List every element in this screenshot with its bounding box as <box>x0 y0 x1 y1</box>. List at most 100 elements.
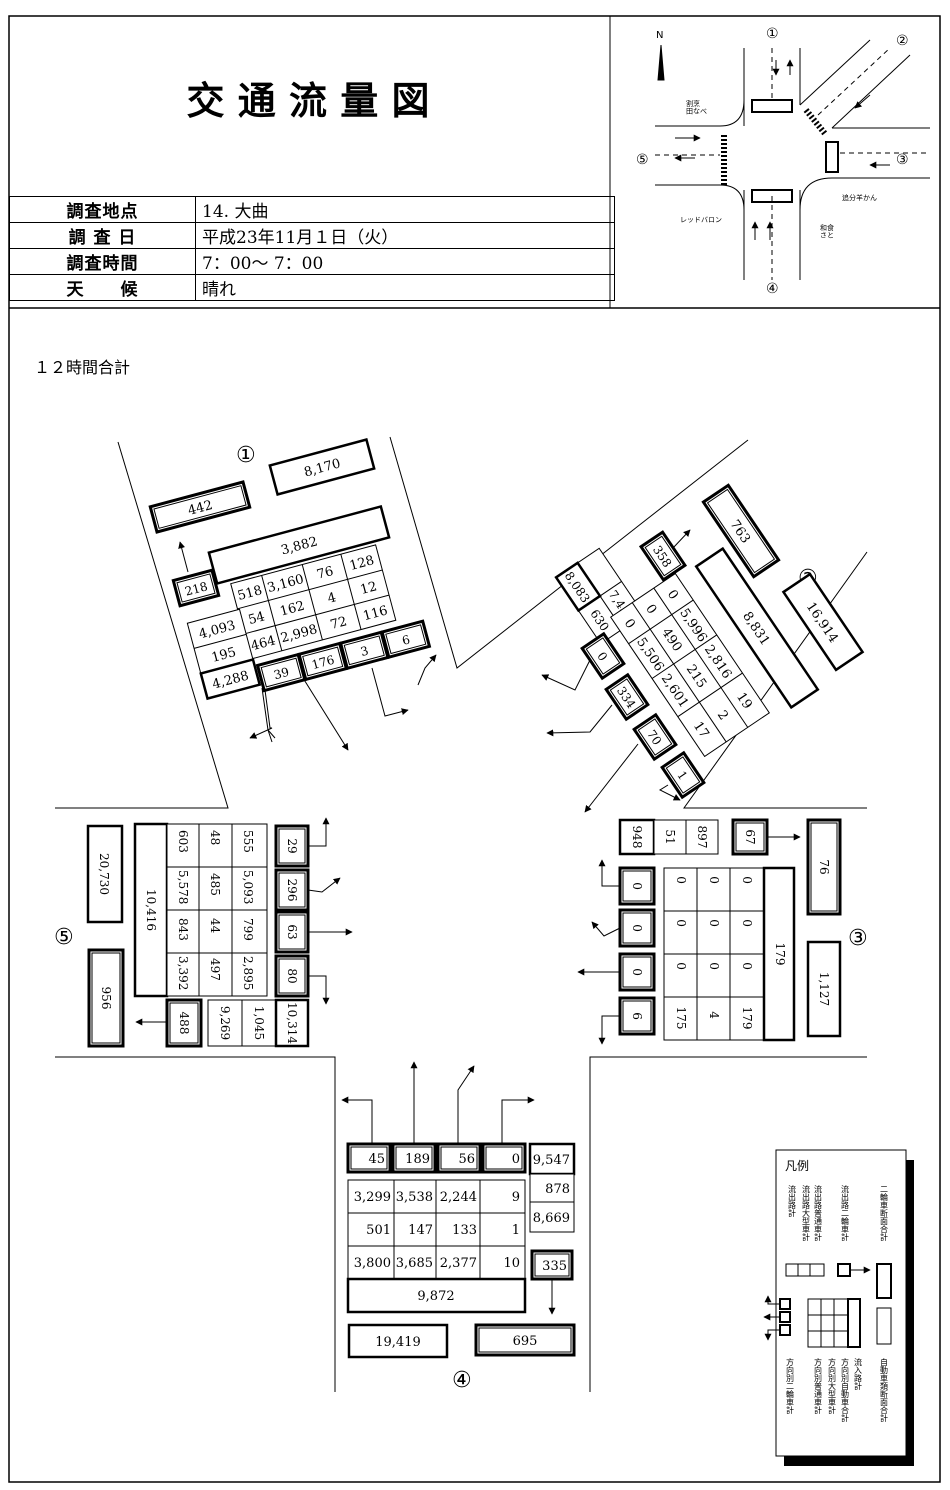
approach-4-outflow: 695 <box>513 1334 538 1349</box>
approach-5-cell: 485 <box>208 873 222 896</box>
approach-4-cell: 3,685 <box>396 1256 433 1271</box>
approach-5-2w: 80 <box>285 968 299 983</box>
approach-3-cell: 0 <box>674 919 688 927</box>
approach-5-cell: 799 <box>241 918 255 941</box>
map-label-4: ④ <box>766 281 779 297</box>
approach-3-cross-total: 1,127 <box>817 972 831 1006</box>
approach-5-cell: 603 <box>176 830 190 853</box>
approach-5-2w: 29 <box>285 838 299 853</box>
info-label: 調 査 日 <box>9 222 196 249</box>
approach-4-cell: 9 <box>512 1190 520 1205</box>
map-label-5: ⑤ <box>636 152 649 168</box>
approach-3-cell: 0 <box>740 876 754 884</box>
approach-1-cell: 518 <box>236 583 264 604</box>
approach-1: ① 8,170 442 3,882 518 3,160 76 128 54 16… <box>148 438 437 751</box>
approach-4-2w: 45 <box>368 1152 385 1167</box>
approach-4-side: 9,547 <box>533 1153 570 1168</box>
approach-4-2w: 0 <box>512 1152 520 1167</box>
approach-1-cell: 128 <box>348 553 376 574</box>
approach-5-2w: 296 <box>285 879 299 902</box>
legend-label: 方向別自動車合計 <box>841 1357 850 1423</box>
approach-3-2w: 0 <box>630 968 644 976</box>
landmark-redbaron: レッドバロン <box>680 216 722 224</box>
approach-4: ④ 45 189 56 0 3,299 3,538 2,244 9 501 14… <box>341 1061 576 1393</box>
legend-label: 流入路計 <box>854 1357 863 1391</box>
map-label-2: ② <box>896 33 909 49</box>
approach-3-cell: 179 <box>740 1007 754 1030</box>
approach-4-cell: 3,800 <box>354 1256 391 1271</box>
approach-4-cell: 3,299 <box>354 1190 391 1205</box>
approach-1-2w: 6 <box>401 632 412 648</box>
approach-1-2w: 3 <box>359 644 370 660</box>
approach-3-cell: 0 <box>740 919 754 927</box>
info-value: 7：00～ 7：00 <box>195 248 615 275</box>
legend-label: 流出路普通車計 <box>814 1184 823 1242</box>
approach-3-cell: 0 <box>740 962 754 970</box>
approach-3-outflow-2w: 67 <box>743 829 757 844</box>
legend-label: 方向別普通車計 <box>814 1357 823 1415</box>
approach-5-side: 1,045 <box>252 1006 266 1040</box>
legend-label: 流出路計 <box>788 1184 797 1218</box>
map-label-1: ① <box>766 26 779 42</box>
legend-label: 流出路大型車計 <box>802 1184 811 1242</box>
north-label: N <box>656 30 663 41</box>
approach-4-cell: 10 <box>503 1256 520 1271</box>
approach-5-cell: 5,578 <box>176 870 190 904</box>
approach-1-label: ① <box>236 443 256 468</box>
approach-1-cell: 116 <box>362 603 390 624</box>
legend-label: 自動車類断面合計 <box>880 1357 889 1423</box>
approach-5-cell: 3,392 <box>176 956 190 990</box>
info-row-weather: 天 候晴れ <box>9 274 615 301</box>
approach-4-inflow-total: 9,872 <box>417 1289 454 1304</box>
approach-5-side: 10,314 <box>285 1002 299 1044</box>
approach-4-cell: 2,244 <box>440 1190 477 1205</box>
landmark-kappo: 割烹田なべ <box>686 99 707 116</box>
info-value: 晴れ <box>195 274 615 301</box>
approach-3-cell: 0 <box>674 962 688 970</box>
page-title: 交 通 流 量 図 <box>186 79 430 123</box>
approach-3-cell: 0 <box>674 876 688 884</box>
approach-4-side: 8,669 <box>533 1211 570 1226</box>
approach-1-outflow-2w: 218 <box>183 579 209 598</box>
approach-4-cell: 147 <box>408 1223 433 1238</box>
approach-3-outflow: 76 <box>817 859 831 874</box>
approach-3-cell: 0 <box>707 962 721 970</box>
approach-1-side: 195 <box>210 645 238 666</box>
approach-1-cell: 4 <box>326 590 338 607</box>
approach-3-side: 948 <box>630 826 644 849</box>
approach-5-outflow-2w: 488 <box>177 1012 191 1035</box>
section-title: １２時間合計 <box>34 358 131 377</box>
approach-1-cell: 12 <box>359 579 379 598</box>
info-label: 調査地点 <box>9 196 196 223</box>
north-arrow-icon <box>657 44 665 81</box>
landmark-oiwake: 追分羊かん <box>842 193 877 202</box>
legend-label: 方向別大型車計 <box>828 1357 837 1415</box>
approach-4-cell: 2,377 <box>440 1256 477 1271</box>
info-row-time: 調査時間 7：00～ 7：00 <box>9 248 615 275</box>
map-label-3: ③ <box>896 152 909 168</box>
approach-1-cell: 54 <box>247 609 267 628</box>
approach-3-2w: 6 <box>630 1012 644 1020</box>
approach-3-cell: 0 <box>707 919 721 927</box>
legend: 凡例 流出路計 流出路大型車計 流出路普通車計 流出路二輪車計 二輪車断面合計 … <box>763 1149 914 1466</box>
approach-5-2w: 63 <box>285 924 299 939</box>
approach-4-side: 878 <box>545 1182 570 1197</box>
approach-5-cell: 843 <box>176 918 190 941</box>
approach-4-cell: 3,538 <box>396 1190 433 1205</box>
approach-4-cell: 501 <box>366 1223 391 1238</box>
approach-5-cell: 5,093 <box>241 870 255 904</box>
approach-5-cell: 2,895 <box>241 956 255 990</box>
approach-3-label: ③ <box>848 926 868 951</box>
approach-3-inflow-total: 179 <box>773 943 787 966</box>
approach-1-2w: 176 <box>310 653 336 672</box>
approach-3-side: 51 <box>663 829 677 844</box>
approach-3-cell: 4 <box>707 1011 721 1019</box>
approach-1-outflow: 442 <box>186 498 214 519</box>
approach-1-cell: 76 <box>315 564 335 583</box>
approach-3-2w: 0 <box>630 924 644 932</box>
approach-3-2w: 0 <box>630 882 644 890</box>
approach-1-cell: 162 <box>278 599 306 620</box>
info-label: 調査時間 <box>9 248 196 275</box>
